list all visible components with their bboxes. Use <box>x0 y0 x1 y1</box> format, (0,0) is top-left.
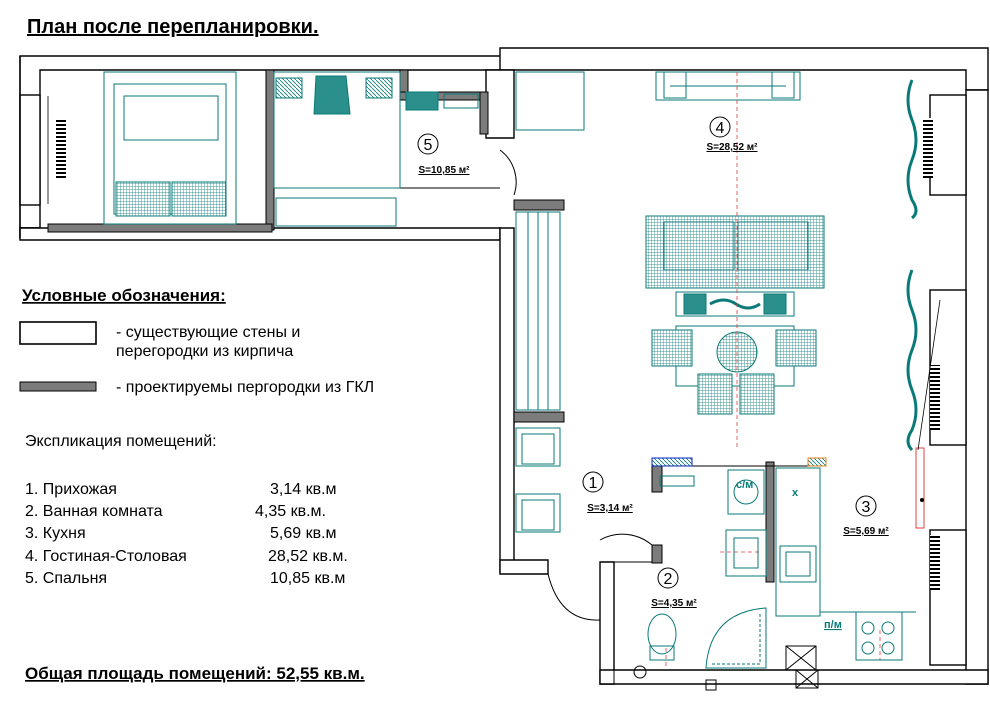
living-window-2 <box>930 365 940 430</box>
room-number: 3 <box>862 499 871 516</box>
bedroom-window <box>56 118 66 178</box>
cross-tag: х <box>792 487 799 499</box>
room-label-1: 1 S=3,14 м² <box>582 471 633 514</box>
room-area: S=3,14 м² <box>587 503 633 514</box>
explication-area: 3,14 кв.м <box>270 481 337 498</box>
room-number: 5 <box>424 137 433 154</box>
room-area: S=5,69 м² <box>843 526 889 537</box>
legend-heading: Условные обозначения: <box>22 286 226 305</box>
bedroom-furniture <box>103 71 479 227</box>
fridge-tag: п/м <box>824 619 842 631</box>
room-number: 4 <box>716 120 725 137</box>
axis-lines <box>665 72 881 668</box>
washer-tag: с/м <box>736 479 753 491</box>
kitchen-fixtures <box>775 467 916 661</box>
room-label-3: 3 S=5,69 м² <box>843 495 889 537</box>
room-area: S=4,35 м² <box>651 598 697 609</box>
legend-existing-line2: перегородки из кирпича <box>116 343 293 360</box>
room-number: 1 <box>589 475 598 492</box>
explication-area: 4,35 кв.м. <box>255 503 326 520</box>
legend-new-swatch <box>19 381 97 392</box>
room-label-4: 4 S=28,52 м² <box>706 116 758 153</box>
total-area: Общая площадь помещений: 52,55 кв.м. <box>25 664 365 683</box>
plan-title: План после перепланировки. <box>27 16 319 38</box>
room-area: S=10,85 м² <box>418 165 470 176</box>
room-number: 2 <box>664 571 673 588</box>
room-label-5: 5 S=10,85 м² <box>417 133 470 176</box>
explication-name: 3. Кухня <box>25 525 86 542</box>
vent-shafts <box>785 645 819 689</box>
existing-walls <box>19 47 989 685</box>
explication-area: 28,52 кв.м. <box>268 548 348 565</box>
explication-name: 4. Гостиная-Столовая <box>25 548 187 565</box>
living-window <box>923 118 933 178</box>
legend-existing-swatch <box>19 321 97 345</box>
wardrobe <box>515 211 561 533</box>
explication-area: 5,69 кв.м <box>270 525 337 542</box>
explication-list: 1. Прихожая 3,14 кв.м 2. Ванная комната … <box>25 481 348 587</box>
kitchen-window <box>930 535 940 590</box>
explication-name: 5. Спальня <box>25 570 107 587</box>
explication-area: 10,85 кв.м <box>270 570 345 587</box>
explication-name: 2. Ванная комната <box>25 503 163 520</box>
living-furniture <box>515 71 918 452</box>
legend-new-partitions: - проектируемы пергородки из ГКЛ <box>116 379 374 396</box>
room-label-2: 2 S=4,35 м² <box>651 567 697 609</box>
explication-heading: Экспликация помещений: <box>25 433 217 450</box>
legend-existing-line1: - существующие стены и <box>116 324 300 341</box>
explication-name: 1. Прихожая <box>25 481 117 498</box>
room-area: S=28,52 м² <box>706 142 758 153</box>
bathroom-fixtures <box>647 457 767 669</box>
